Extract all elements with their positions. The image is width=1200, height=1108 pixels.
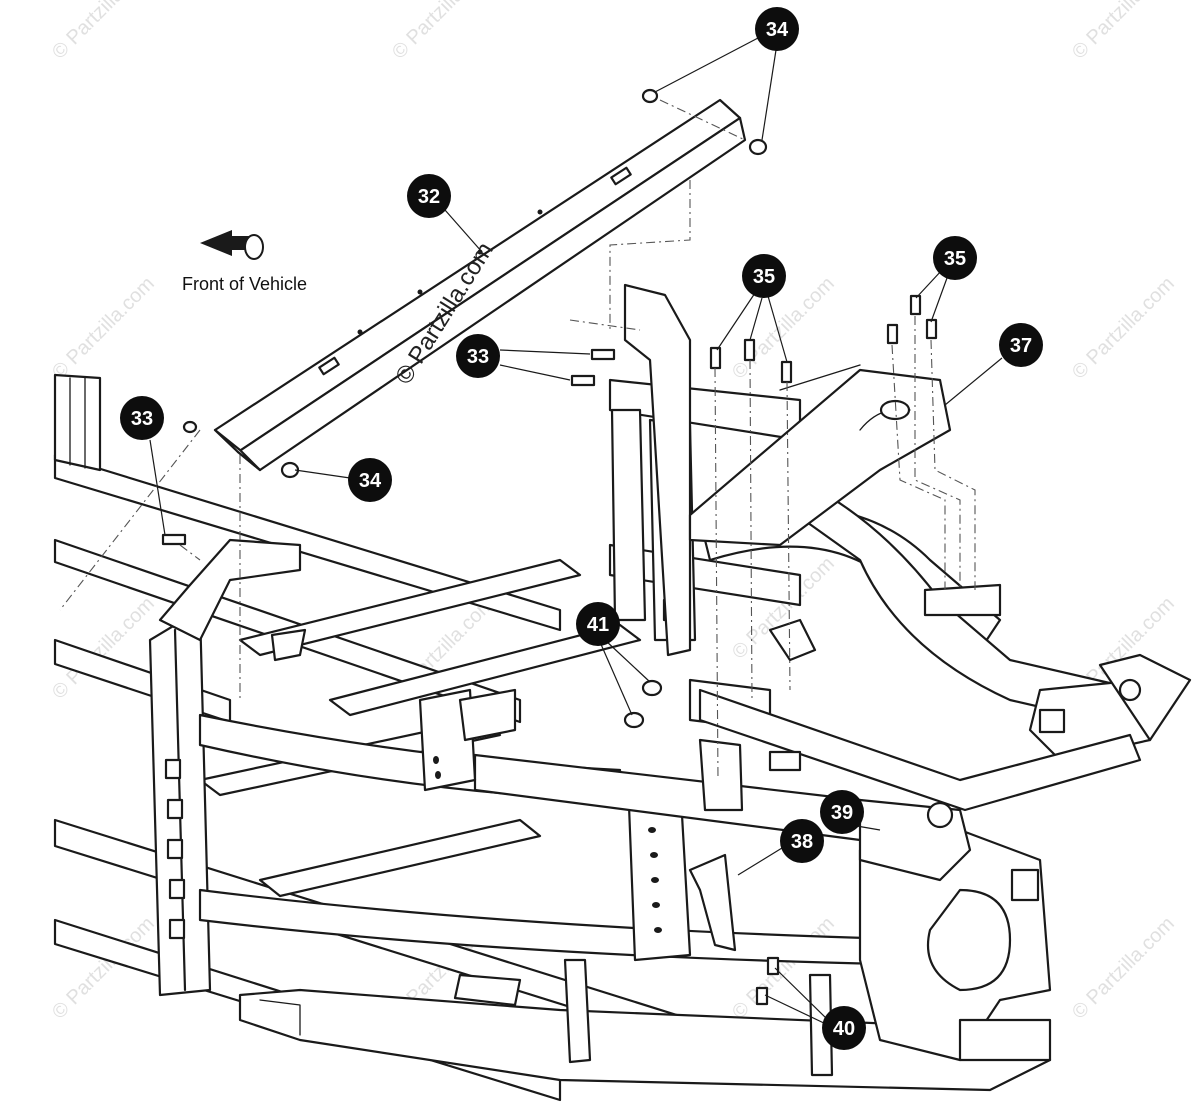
callouts: 34 32 33 33 34 35 35 37 xyxy=(120,7,1043,1050)
bolt-icon xyxy=(590,348,616,361)
watermark: © Partzilla.com xyxy=(48,273,159,384)
callout-label: 41 xyxy=(587,614,609,636)
assembly-lines xyxy=(59,99,976,781)
watermark: © Partzilla.com xyxy=(1068,913,1179,1024)
front-arrow-icon xyxy=(200,230,264,260)
callout-label: 32 xyxy=(418,186,440,208)
watermark: © Partzilla.com xyxy=(1068,273,1179,384)
callout-label: 33 xyxy=(131,408,153,430)
nut-icon xyxy=(641,679,663,697)
nut-icon xyxy=(641,88,659,104)
callout-label: 38 xyxy=(791,831,813,853)
callout-label: 40 xyxy=(833,1018,855,1040)
nut-icon xyxy=(748,138,768,156)
callout-41: 41 xyxy=(576,602,620,646)
callout-35: 35 xyxy=(933,236,977,280)
watermark: © Partzilla.com xyxy=(388,0,499,64)
bolt-icon xyxy=(161,533,187,546)
bolt-icon xyxy=(909,294,922,316)
bolt-icon xyxy=(766,956,780,976)
callout-label: 34 xyxy=(766,19,789,41)
part-32-cross-tube xyxy=(213,98,747,472)
nut-icon xyxy=(623,711,645,729)
front-frame xyxy=(270,478,1192,1062)
callout-34: 34 xyxy=(348,458,392,502)
bolt-icon xyxy=(709,346,722,370)
callout-label: 33 xyxy=(467,346,489,368)
watermark: © Partzilla.com xyxy=(1068,0,1179,64)
callout-35: 35 xyxy=(742,254,786,298)
callout-40: 40 xyxy=(822,1006,866,1050)
bolt-icon xyxy=(780,360,793,384)
part-38-bracket xyxy=(688,853,737,952)
callout-label: 35 xyxy=(753,266,775,288)
callout-label: 35 xyxy=(944,248,966,270)
callout-32: 32 xyxy=(407,174,451,218)
callout-label: 39 xyxy=(831,802,853,824)
callout-label: 34 xyxy=(359,470,382,492)
callout-33: 33 xyxy=(120,396,164,440)
callout-33: 33 xyxy=(456,334,500,378)
bolt-icon xyxy=(743,338,756,362)
bolt-icon xyxy=(886,323,899,345)
nut-icon xyxy=(182,420,198,434)
watermark: © Partzilla.com xyxy=(48,0,159,64)
bolt-icon xyxy=(570,374,596,387)
callout-34: 34 xyxy=(755,7,799,51)
callout-37: 37 xyxy=(999,323,1043,367)
front-of-vehicle-label: Front of Vehicle xyxy=(182,274,308,294)
bolt-icon xyxy=(925,318,938,340)
callout-39: 39 xyxy=(820,790,864,834)
callout-label: 37 xyxy=(1010,335,1032,357)
bolt-icon xyxy=(755,986,769,1006)
callout-38: 38 xyxy=(780,819,824,863)
